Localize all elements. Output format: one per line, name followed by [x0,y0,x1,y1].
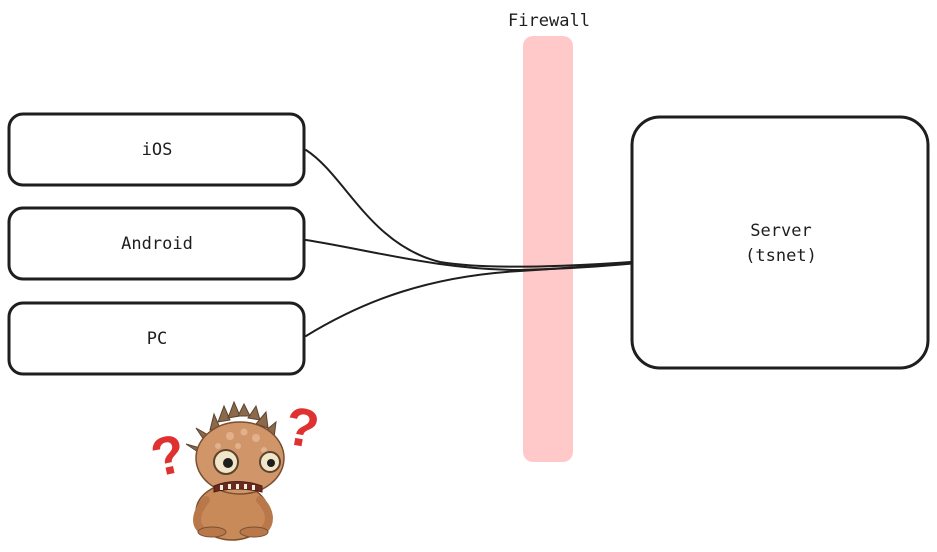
client-box-android[interactable]: Android [7,206,306,281]
client-box-ios[interactable]: iOS [7,112,306,187]
question-mark-right: ? [281,396,324,461]
client-label-pc: PC [147,329,167,349]
firewall-label: Firewall [508,11,590,31]
client-box-pc[interactable]: PC [7,301,306,376]
client-label-ios: iOS [142,140,173,160]
question-mark-left: ? [146,423,191,489]
firewall-bar[interactable] [523,36,573,462]
server-label-line2: (tsnet) [745,246,817,266]
server-label-line1: Server [750,221,811,241]
server-box[interactable]: Server (tsnet) [630,115,930,370]
confused-lizard-icon: ? ? [146,396,324,541]
client-label-android: Android [121,234,193,254]
